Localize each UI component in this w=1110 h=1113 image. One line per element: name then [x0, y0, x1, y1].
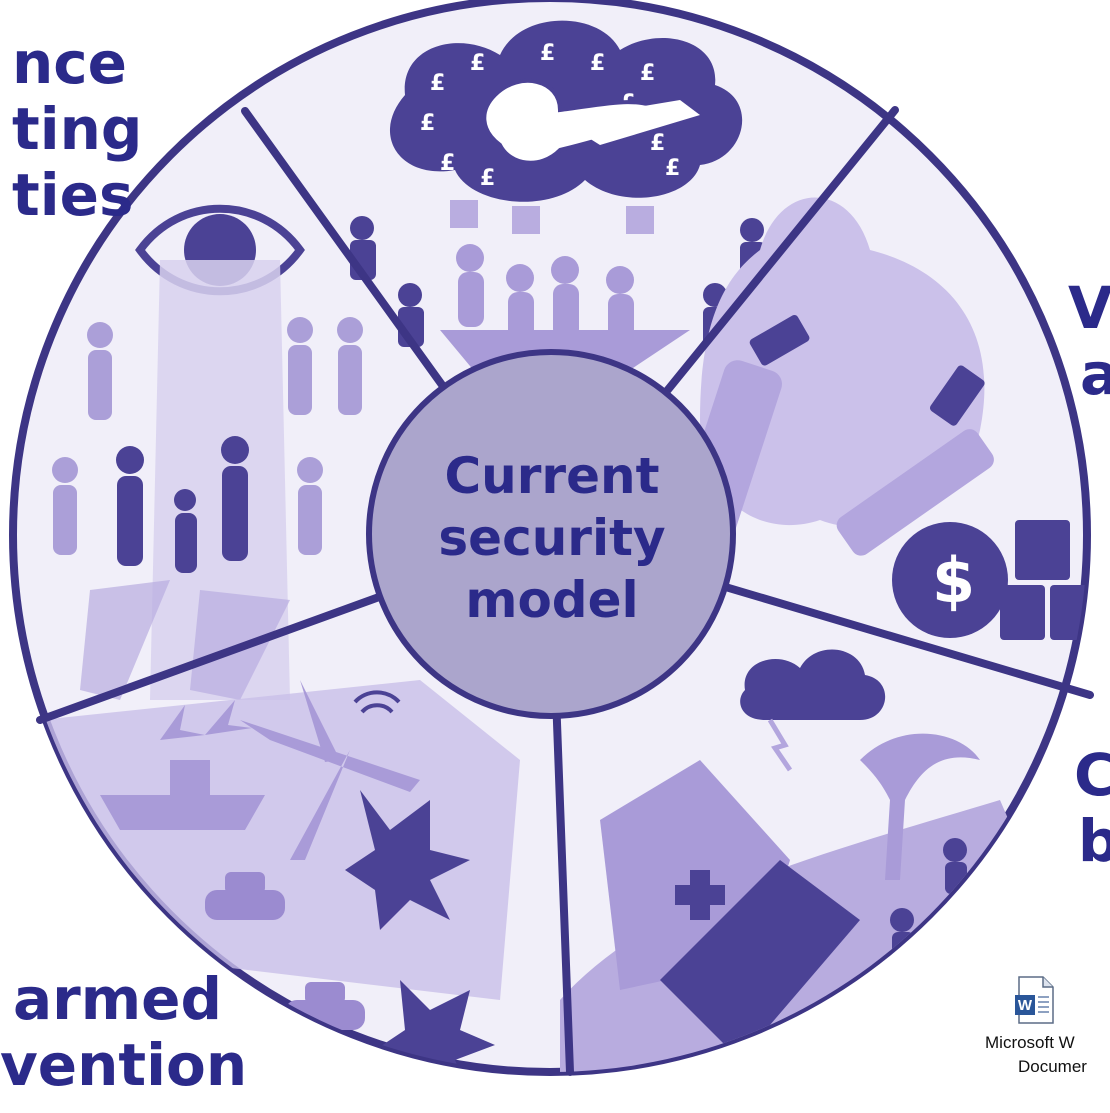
- attachment-name: Microsoft W Documer: [985, 1031, 1110, 1079]
- attachment-name-line-2: Documer: [1018, 1057, 1087, 1076]
- palm-trees-icon: [860, 733, 980, 880]
- svg-text:£: £: [430, 71, 445, 96]
- label-top-left-line-1: nce: [12, 29, 128, 97]
- bomb-icon: [892, 522, 1008, 638]
- svg-text:£: £: [590, 51, 605, 76]
- storm-cloud-icon: [740, 649, 886, 720]
- svg-text:W: W: [1018, 997, 1033, 1014]
- svg-text:£: £: [640, 61, 655, 86]
- surveillance-beam: [150, 260, 290, 700]
- svg-text:£: £: [420, 111, 435, 136]
- bomber-plane-icon: [240, 680, 420, 860]
- svg-text:£: £: [540, 41, 555, 66]
- svg-text:£: £: [480, 166, 495, 191]
- label-top-left-line-2: ting: [12, 95, 143, 163]
- hub-line-1: Current: [444, 447, 660, 505]
- hub-label: Current security model: [392, 445, 712, 631]
- ship-icon: [100, 760, 265, 830]
- label-right-lower: C b: [1050, 742, 1110, 874]
- people-light-icon: [52, 317, 363, 555]
- segment-top-illustration: £££ £££ £££ ££: [350, 20, 766, 390]
- sleeping-figure-legs: [560, 100, 700, 145]
- svg-text:£: £: [470, 51, 485, 76]
- money-bag-shape: [700, 197, 985, 528]
- explosions-icon: [345, 790, 495, 1072]
- car-wreck-icon: [660, 860, 860, 1060]
- svg-text:£: £: [440, 151, 455, 176]
- svg-text:£: £: [650, 131, 665, 156]
- label-bottom-left-line-1: armed: [12, 965, 222, 1033]
- label-top-left: nce ting ties: [12, 29, 143, 229]
- price-tag-2: [929, 365, 985, 426]
- hub-circle: [366, 349, 736, 719]
- svg-text:$: $: [932, 544, 975, 617]
- label-top-left-line-3: ties: [12, 161, 134, 229]
- hub-line-3: model: [465, 571, 639, 629]
- label-right-upper-line-1: V: [1068, 275, 1110, 342]
- price-tag-1: [749, 314, 810, 366]
- first-aid-cross: [675, 870, 725, 920]
- map-area: [40, 680, 520, 1000]
- tanks-icon: [205, 872, 365, 1030]
- label-right-upper: V a: [1068, 275, 1110, 407]
- label-right-upper-line-2: a: [1080, 340, 1110, 407]
- label-bottom-left-line-2: vention: [0, 1031, 248, 1099]
- protest-signs: [450, 200, 654, 234]
- shadows: [80, 580, 290, 700]
- attachment-name-line-1: Microsoft W: [985, 1033, 1075, 1052]
- rocket-launcher-icon: [836, 429, 994, 556]
- word-document-icon: W: [1015, 976, 1054, 1024]
- label-right-lower-line-2: b: [1078, 807, 1110, 874]
- segment-left-illustration: [52, 204, 363, 700]
- lightning-icon: [767, 718, 793, 772]
- label-right-lower-line-1: C: [1074, 742, 1110, 809]
- label-bottom-left: armed vention: [0, 965, 248, 1099]
- hub-line-2: security: [438, 509, 666, 567]
- svg-text:£: £: [665, 156, 680, 181]
- jets-icon: [160, 700, 252, 740]
- wifi-signal-icon: [353, 690, 401, 714]
- family-icon: [116, 436, 249, 573]
